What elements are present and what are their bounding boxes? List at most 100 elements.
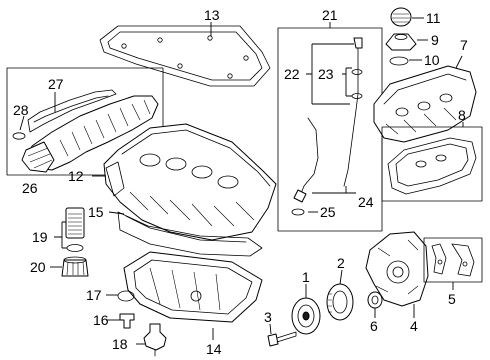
oil-level-sensor-part (143, 323, 167, 351)
top-cover-gasket-group: 13 (99, 7, 271, 87)
bracket-hole-1 (437, 259, 443, 265)
intake-manifold-face-hatch (27, 147, 53, 169)
gasket-hole-3 (207, 35, 213, 41)
crank-pulley-hub (302, 311, 310, 321)
leader-7 (455, 55, 463, 69)
valve-cover-gasket-box (381, 126, 483, 202)
callout-15: 15 (88, 204, 104, 220)
timing-cover-bore-inner (392, 266, 404, 278)
callout-2: 2 (337, 255, 345, 271)
callout-11: 11 (426, 10, 441, 26)
sump-gasket-group: 15 (88, 204, 263, 257)
dipstick-part (299, 117, 319, 197)
valve-cover-gasket-part (387, 137, 477, 195)
drain-plug-group: 16 (93, 312, 135, 329)
intake-manifold-ribs (59, 99, 151, 157)
intake-manifold-group: 27 28 26 (6, 67, 164, 196)
sump-gasket-inner (125, 215, 247, 243)
bracket-group: 5 (423, 237, 483, 307)
timing-cover-bore (386, 260, 410, 284)
valve-cover-group: 7 (373, 37, 477, 143)
callout-12: 12 (68, 168, 84, 184)
bracket-hole-2 (462, 261, 468, 267)
top-cover-gasket-part (99, 25, 271, 87)
oil-filter-element-part (65, 207, 85, 239)
leader-3 (269, 323, 272, 335)
engine-block-cylinder-4 (217, 175, 239, 189)
leader-28 (19, 115, 25, 131)
valve-cover-part (373, 65, 477, 143)
callout-27: 27 (48, 76, 64, 92)
oil-filter-pleats (68, 213, 82, 235)
leader-19 (54, 221, 67, 249)
gasket-hole-2 (157, 37, 163, 43)
engine-block-top-edge (121, 129, 271, 187)
callout-14: 14 (206, 341, 222, 357)
valve-cover-gasket-group: 8 (381, 107, 483, 202)
oil-level-sensor-group: 18 (112, 323, 167, 357)
bracket-part-left (431, 243, 447, 275)
filler-seal-group: 10 (389, 52, 440, 68)
top-cover-gasket-inner (107, 31, 263, 81)
callout-21: 21 (322, 7, 338, 23)
intake-manifold-box (6, 67, 164, 176)
intake-gasket-inner (33, 95, 109, 123)
callout-26: 26 (22, 180, 38, 196)
dipstick-seal-upper-part (351, 69, 363, 75)
valve-cover-gasket-inner (395, 143, 469, 187)
callout-18: 18 (112, 336, 128, 352)
damper-pulley-part (326, 283, 354, 321)
drain-plug-seal-group: 17 (86, 287, 135, 303)
oil-pan-inner (133, 259, 253, 315)
callout-20: 20 (30, 259, 46, 275)
engine-block-cylinder-1 (139, 153, 161, 167)
sump-gasket-part (117, 211, 263, 257)
drain-plug-part (119, 313, 135, 329)
leader-24 (312, 186, 356, 194)
callout-9: 9 (431, 32, 439, 48)
valve-cover-ridge (383, 73, 467, 105)
oil-filler-neck-part (385, 33, 417, 51)
gasket-hole-1 (121, 43, 127, 49)
callout-7: 7 (460, 37, 468, 53)
intake-manifold-face (21, 141, 55, 173)
front-seal-part (367, 291, 383, 309)
intake-oring-part (12, 132, 26, 140)
pulley-bolt-part (267, 333, 279, 347)
callout-23: 23 (318, 66, 334, 82)
damper-pulley-group: 2 (326, 255, 354, 321)
damper-pulley-grooves (328, 293, 332, 313)
callout-10: 10 (424, 52, 440, 68)
callout-28: 28 (13, 102, 29, 118)
bracket-part-right (451, 243, 475, 277)
timing-cover-group: 4 (365, 231, 429, 334)
dipstick-tube-seal-part (291, 208, 305, 216)
damper-pulley-inner (332, 290, 348, 314)
oil-pan-drain (190, 290, 202, 302)
callout-16: 16 (93, 312, 109, 328)
front-seal-inner (371, 295, 379, 305)
callout-13: 13 (204, 7, 220, 23)
gasket-hole-6 (227, 73, 233, 79)
leader-22 (306, 43, 354, 105)
gasket-hole-5 (177, 63, 183, 69)
drain-plug-seal-part (117, 290, 135, 302)
oil-cap-group: 11 (390, 7, 441, 27)
oil-filter-cap-ribs (66, 261, 85, 276)
callout-5: 5 (448, 291, 456, 307)
valve-cover-gasket-ports (415, 154, 447, 168)
callout-3: 3 (264, 309, 272, 325)
engine-block-cylinder-2 (165, 157, 187, 171)
callout-25: 25 (320, 204, 336, 220)
oil-pan-group: 14 (123, 251, 263, 357)
callout-4: 4 (410, 318, 418, 334)
callout-24: 24 (358, 194, 374, 210)
crank-pulley-inner (297, 304, 315, 328)
oil-cap-part (390, 7, 412, 27)
pulley-bolt-group: 3 (264, 309, 297, 347)
oil-filter-group: 19 (32, 207, 85, 252)
callout-8: 8 (458, 107, 466, 123)
engine-block-cylinder-3 (191, 165, 213, 179)
engine-block-part (103, 123, 277, 241)
